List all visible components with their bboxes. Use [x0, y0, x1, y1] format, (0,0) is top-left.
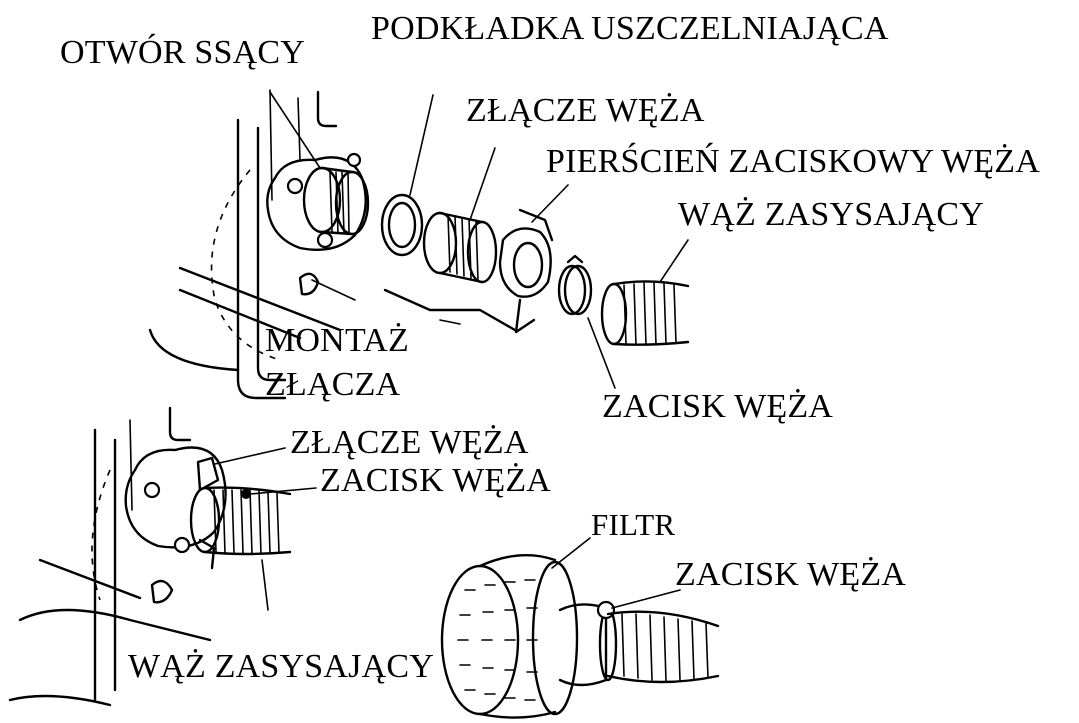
- label-hose-coupling-bottom: ZŁĄCZE WĘŻA: [290, 424, 529, 461]
- label-hose-clamp-ring: PIERŚCIEŃ ZACISKOWY WĘŻA: [546, 143, 1040, 180]
- label-assembly-line2: ZŁĄCZA: [265, 366, 401, 403]
- top-clamp-ring: [498, 208, 554, 334]
- bottom-pump-frame: [8, 406, 212, 707]
- top-suction-port: [266, 152, 370, 301]
- top-sealing-washer: [380, 193, 424, 257]
- top-pump-frame: [148, 89, 342, 400]
- label-hose-clamp-filter: ZACISK WĘŻA: [675, 556, 907, 593]
- top-leader-lines: [269, 91, 689, 389]
- filter-assembly: [440, 554, 720, 719]
- filter-leader-lines: [551, 537, 681, 609]
- label-suction-hose-top: WĄŻ ZASYSAJĄCY: [678, 196, 984, 233]
- top-suction-hose: [600, 280, 690, 346]
- top-assembly-bracket: [383, 288, 517, 332]
- label-filter: FILTR: [591, 507, 676, 542]
- bottom-coupling-hose: [189, 456, 292, 570]
- label-hose-clamp-top: ZACISK WĘŻA: [602, 388, 834, 425]
- bottom-leader-lines: [214, 447, 317, 611]
- label-suction-hose-bottom: WĄŻ ZASYSAJĄCY: [128, 648, 434, 685]
- label-hose-clamp-bottom: ZACISK WĘŻA: [320, 462, 552, 499]
- label-assembly-line1: MONTAŻ: [265, 322, 409, 359]
- bottom-pump-port: [124, 446, 227, 604]
- label-sealing-washer: PODKŁADKA USZCZELNIAJĄCA: [371, 10, 889, 47]
- label-hose-coupling-top: ZŁĄCZE WĘŻA: [466, 92, 705, 129]
- top-hose-coupling: [422, 211, 498, 284]
- label-suction-port: OTWÓR SSĄCY: [60, 34, 305, 71]
- top-hose-clamp: [557, 254, 593, 316]
